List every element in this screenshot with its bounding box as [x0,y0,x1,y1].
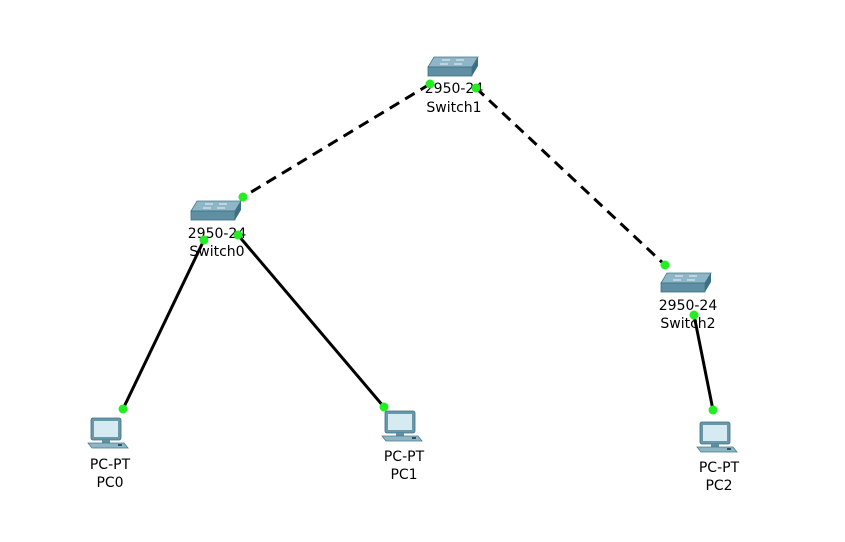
switch-icon [190,200,242,221]
link-switch1-switch2[interactable] [474,86,667,267]
pc2-name-label: PC2 [705,478,732,494]
pc1-model-label: PC-PT [384,449,425,465]
port-light [471,83,481,93]
pc0-model-label: PC-PT [90,457,131,473]
link-switch0-pc0[interactable] [121,239,206,410]
pc2-model-label: PC-PT [699,460,740,476]
link-switch1-switch0[interactable] [242,82,431,199]
switch2-name-label: Switch2 [660,316,715,332]
switch1-model-label: 2950-24 [425,81,484,97]
pc1-device[interactable]: PC-PT PC1 [381,410,425,483]
port-light [708,405,718,415]
port-light [233,230,243,240]
switch0-device[interactable]: 2950-24 Switch0 [188,200,247,260]
port-light [238,192,248,202]
port-light [199,235,209,245]
switch1-device[interactable]: 2950-24 Switch1 [425,56,484,116]
switch0-name-label: Switch0 [189,244,244,260]
port-light [425,79,435,89]
port-light [689,310,699,320]
pc0-device[interactable]: PC-PT PC0 [87,417,131,491]
pc2-device[interactable]: PC-PT PC2 [696,421,740,494]
pc1-name-label: PC1 [390,467,417,483]
switch-icon [660,272,712,293]
port-light [660,260,670,270]
pc-icon [381,410,423,442]
switch2-model-label: 2950-24 [659,298,718,314]
switch2-device[interactable]: 2950-24 Switch2 [659,272,718,332]
pc0-name-label: PC0 [96,475,123,491]
pc-icon [87,417,129,449]
link-switch0-pc1[interactable] [236,234,386,408]
port-light [379,402,389,412]
link-switch2-pc2[interactable] [692,314,715,411]
port-light [118,404,128,414]
switch-icon [427,56,479,77]
pc-icon [696,421,738,453]
switch1-name-label: Switch1 [426,100,481,116]
